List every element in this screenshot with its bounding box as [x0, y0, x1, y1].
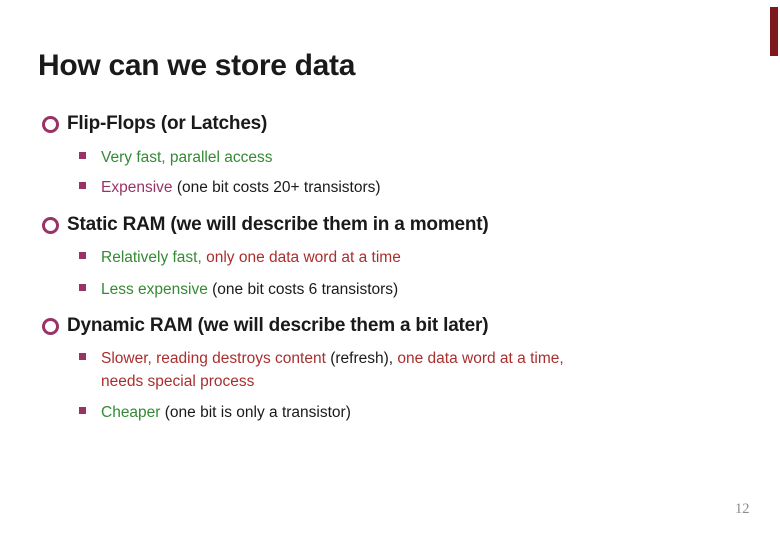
slide-title: How can we store data	[38, 49, 356, 82]
sub-bullet-text: Cheaper (one bit is only a transistor)	[101, 401, 351, 424]
text-segment: (refresh),	[330, 350, 394, 367]
circle-bullet-icon	[42, 318, 59, 335]
sub-bullet-item: Less expensive (one bit costs 6 transist…	[79, 278, 398, 301]
section-header-text: Dynamic RAM (we will describe them a bit…	[67, 315, 489, 336]
text-segment: only one data word at a time	[201, 249, 401, 266]
sub-bullet-text: Very fast, parallel access	[101, 146, 272, 169]
sub-bullet-text: Expensive (one bit costs 20+ transistors…	[101, 176, 381, 199]
section-header-text: Flip-Flops (or Latches)	[67, 113, 268, 134]
text-segment: (one bit costs 6 transistors)	[207, 281, 399, 298]
text-segment: one data word at a time,	[393, 350, 564, 367]
text-segment: Expensive	[101, 179, 173, 196]
text-segment: (one bit costs 20+ transistors)	[172, 179, 381, 196]
text-segment: needs special process	[101, 373, 255, 390]
sub-bullet-item: Slower, reading destroys content (refres…	[79, 347, 564, 393]
sub-bullet-text: Slower, reading destroys content (refres…	[101, 347, 564, 393]
square-bullet-icon	[79, 407, 86, 414]
text-segment: (one bit is only a transistor)	[160, 404, 351, 421]
sub-bullet-item: Very fast, parallel access	[79, 146, 272, 169]
circle-bullet-icon	[42, 116, 59, 133]
sub-bullet-text: Less expensive (one bit costs 6 transist…	[101, 278, 398, 301]
bullet-item-dynamic-ram: Dynamic RAM (we will describe them a bit…	[42, 314, 489, 338]
sub-bullet-text: Relatively fast, only one data word at a…	[101, 246, 401, 269]
sub-bullet-item: Expensive (one bit costs 20+ transistors…	[79, 176, 381, 199]
bullet-item-flip-flops: Flip-Flops (or Latches)	[42, 112, 267, 136]
sub-bullet-item: Relatively fast, only one data word at a…	[79, 246, 401, 269]
accent-bar	[770, 7, 778, 56]
square-bullet-icon	[79, 182, 86, 189]
sub-bullet-item: Cheaper (one bit is only a transistor)	[79, 401, 351, 424]
square-bullet-icon	[79, 152, 86, 159]
square-bullet-icon	[79, 353, 86, 360]
text-segment: Slower, reading destroys content	[101, 350, 331, 367]
page-number: 12	[735, 501, 750, 517]
text-segment: Relatively fast,	[101, 249, 202, 266]
section-header-text: Static RAM (we will describe them in a m…	[67, 214, 489, 235]
circle-bullet-icon	[42, 217, 59, 234]
text-segment: Cheaper	[101, 404, 161, 421]
bullet-item-static-ram: Static RAM (we will describe them in a m…	[42, 213, 489, 237]
text-segment: Less expensive	[101, 281, 208, 298]
square-bullet-icon	[79, 252, 86, 259]
square-bullet-icon	[79, 284, 86, 291]
text-segment: Very fast, parallel access	[101, 149, 273, 166]
